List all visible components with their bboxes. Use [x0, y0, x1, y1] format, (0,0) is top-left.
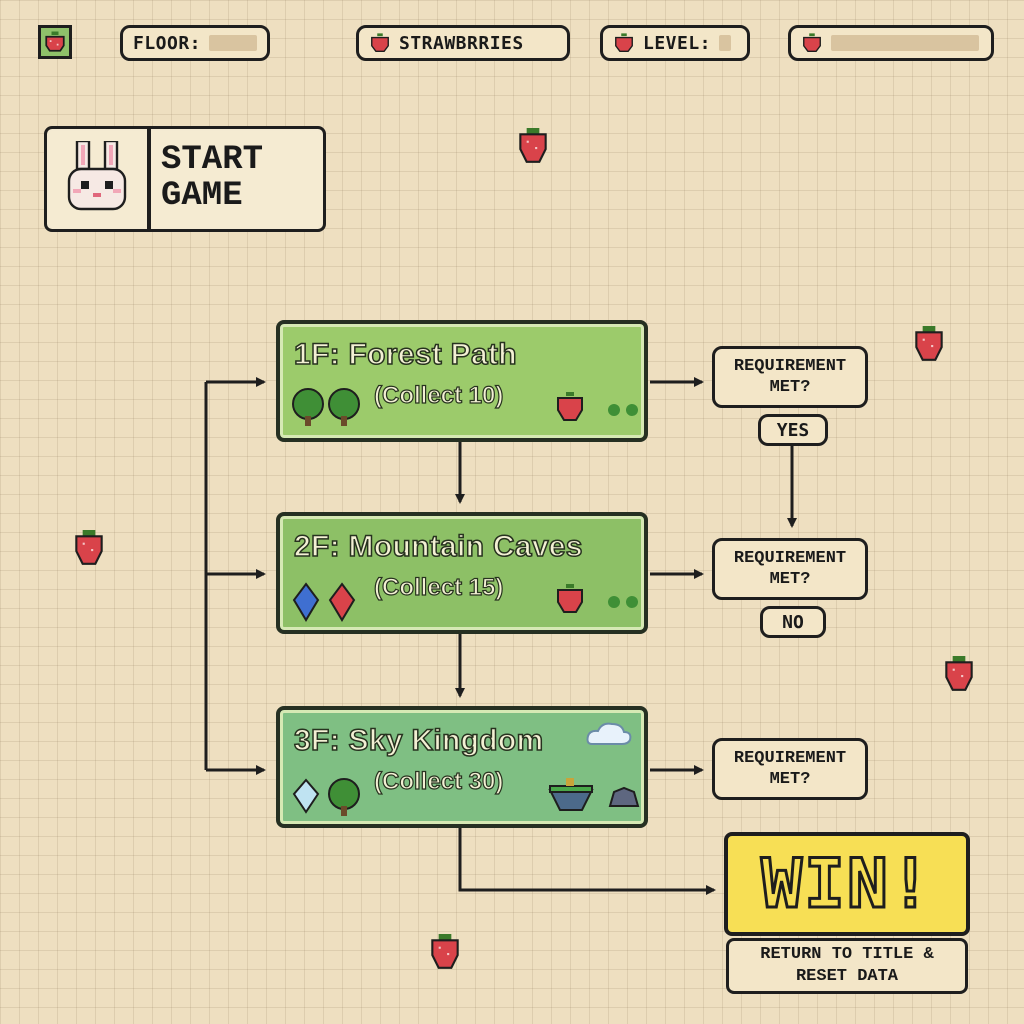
requirement-check-3: REQUIREMENT MET? [712, 738, 868, 800]
yes-label: YES [758, 414, 828, 446]
ice-tree-icon [292, 778, 360, 816]
start-game-line1: START [161, 141, 264, 180]
arrow-3f-to-win [458, 828, 716, 895]
requirement-check-1: REQUIREMENT MET? [712, 346, 868, 408]
strawberry-icon [615, 33, 633, 52]
floor-1-title: 1F: Forest Path [293, 337, 517, 372]
hud-progress-slot [831, 35, 979, 51]
clover-icon [608, 596, 638, 608]
clover-icon [608, 404, 638, 416]
strawberry-icon [803, 33, 821, 52]
requirement-check-3-line2: MET? [769, 770, 811, 789]
start-game-line2: GAME [161, 177, 243, 215]
requirement-check-2-line1: REQUIREMENT [733, 548, 847, 568]
floor-1-card[interactable]: 1F: Forest Path (Collect 10) [276, 320, 648, 442]
hud-strawberries: STRAWBRRIES [356, 25, 570, 61]
strawberry-pickup[interactable] [72, 530, 106, 568]
requirement-check-2: REQUIREMENT MET? [712, 538, 868, 600]
floor-1-subtitle: (Collect 10) [373, 381, 504, 409]
strawberry-pickup[interactable] [516, 128, 550, 166]
hud-level-value-slot [719, 35, 732, 51]
requirement-check-3-line1: REQUIREMENT [733, 748, 847, 768]
floor-2-title: 2F: Mountain Caves [293, 529, 583, 564]
requirement-check-1-line2: MET? [769, 378, 811, 397]
crystals-icon [292, 582, 356, 622]
bunny-icon [67, 141, 127, 211]
hud-level: LEVEL: [600, 25, 750, 61]
floor-2-subtitle: (Collect 15) [373, 573, 504, 601]
strawberry-icon [371, 33, 389, 52]
start-game-button[interactable]: START GAME [44, 126, 326, 232]
return-line2: RESET DATA [795, 967, 899, 986]
cloud-icon [586, 722, 632, 745]
win-panel: WIN! [724, 832, 970, 936]
strawberry-pickup[interactable] [428, 934, 462, 972]
hud-floor-label: FLOOR: [133, 32, 202, 54]
floor-3-subtitle: (Collect 30) [373, 767, 504, 795]
return-to-title-button[interactable]: RETURN TO TITLE & RESET DATA [726, 938, 968, 994]
hud-level-label: LEVEL: [643, 32, 712, 54]
floor-3-title: 3F: Sky Kingdom [293, 723, 544, 758]
strawberry-pickup[interactable] [942, 656, 976, 694]
strawberry-icon [557, 584, 583, 613]
win-title: WIN! [760, 843, 933, 925]
hud-strawberries-label: STRAWBRRIES [399, 32, 524, 54]
strawberry-counter-icon [38, 25, 72, 59]
hud-progress [788, 25, 994, 61]
floating-island-icon [548, 778, 594, 811]
requirement-check-2-line2: MET? [769, 570, 811, 589]
hud-floor: FLOOR: [120, 25, 270, 61]
return-line1: RETURN TO TITLE & [760, 944, 934, 964]
strawberry-icon [557, 392, 583, 421]
no-label: NO [760, 606, 826, 638]
strawberry-pickup[interactable] [912, 326, 946, 364]
hud-floor-value-slot [209, 35, 257, 51]
requirement-check-1-line1: REQUIREMENT [733, 356, 847, 376]
floor-3-card[interactable]: 3F: Sky Kingdom (Collect 30) [276, 706, 648, 828]
rock-icon [608, 786, 640, 807]
start-game-label: START GAME [151, 129, 323, 229]
tree-icon [292, 388, 360, 426]
floor-2-card[interactable]: 2F: Mountain Caves (Collect 15) [276, 512, 648, 634]
bunny-avatar [47, 129, 151, 229]
